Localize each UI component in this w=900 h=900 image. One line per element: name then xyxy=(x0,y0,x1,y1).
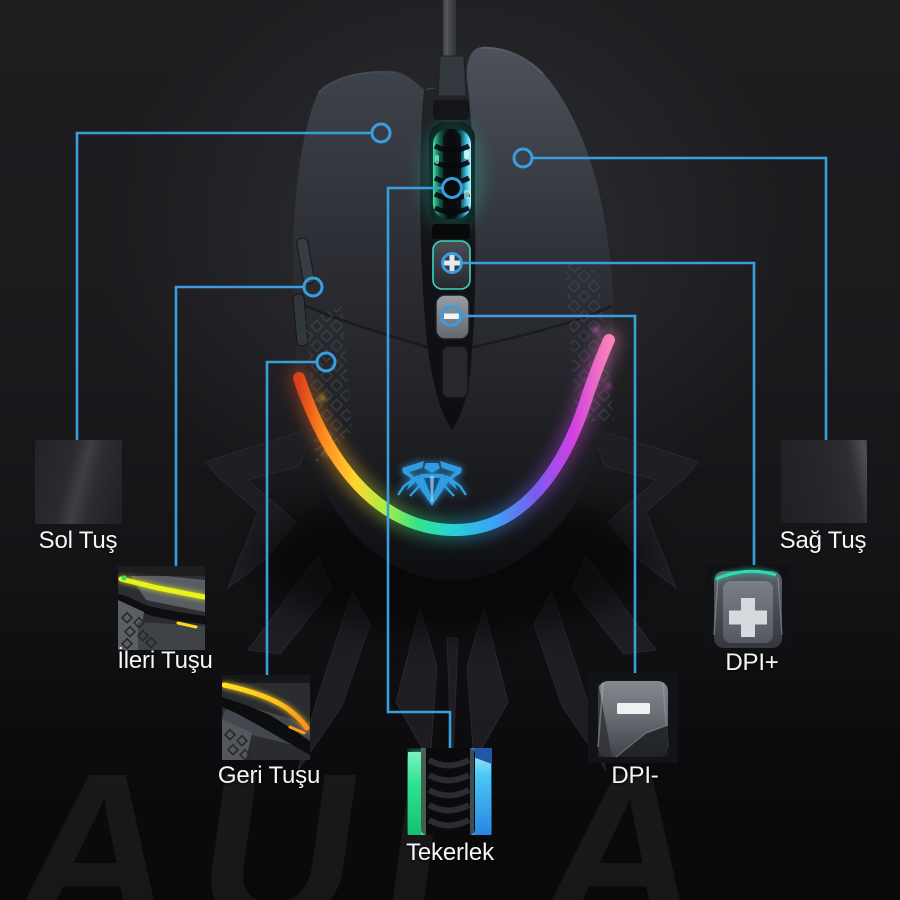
thumbnail-back-button xyxy=(222,675,310,760)
scroll-wheel xyxy=(433,129,471,219)
cable xyxy=(437,0,467,97)
label-dpi-plus: DPI+ xyxy=(725,649,779,676)
label-right-button: Sağ Tuş xyxy=(779,527,867,554)
dpi-minus-button xyxy=(435,294,470,340)
profile-button xyxy=(441,345,469,399)
label-forward-button: İleri Tuşu xyxy=(117,647,213,674)
minus-icon xyxy=(444,313,460,319)
thumbnail-wheel xyxy=(407,748,492,835)
thumbnail-forward-button xyxy=(118,566,205,650)
label-back-button: Geri Tuşu xyxy=(217,762,321,789)
thumbnail-left-button xyxy=(35,440,122,524)
minus-icon xyxy=(617,703,650,714)
thumbnail-dpi-plus xyxy=(706,565,790,648)
dpi-plus-button xyxy=(432,240,471,290)
thumbnail-right-button xyxy=(781,440,867,523)
thumbnail-dpi-minus xyxy=(588,673,678,763)
label-left-button: Sol Tuş xyxy=(38,527,118,554)
label-dpi-minus: DPI- xyxy=(611,762,659,789)
label-wheel: Tekerlek xyxy=(406,839,494,866)
plus-icon xyxy=(729,598,767,637)
wheel-slot xyxy=(433,100,469,120)
gloss-panel xyxy=(432,224,470,239)
